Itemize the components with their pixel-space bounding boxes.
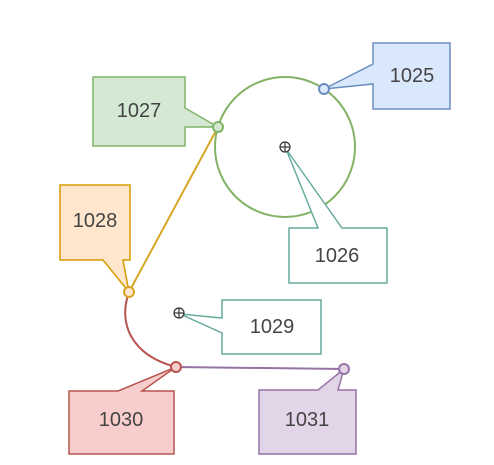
callout-1027[interactable]: 1027 — [92, 76, 221, 147]
callout-1025[interactable]: 1025 — [323, 42, 451, 110]
callout-1030[interactable]: 1030 — [68, 366, 177, 455]
point-purple[interactable] — [338, 363, 350, 375]
callout-1031[interactable]: 1031 — [258, 366, 357, 455]
segment-line — [128, 126, 219, 293]
point-blue[interactable] — [318, 83, 330, 95]
crosshair-circle-icon — [279, 141, 291, 153]
callout-1026-label: 1026 — [315, 245, 360, 267]
point-green[interactable] — [212, 121, 224, 133]
point-orange[interactable] — [123, 286, 135, 298]
point-red[interactable] — [170, 361, 182, 373]
callout-1026[interactable]: 1026 — [285, 148, 388, 284]
callout-1029-label: 1029 — [250, 316, 295, 338]
callout-1030-label: 1030 — [99, 409, 144, 431]
callout-1025-label: 1025 — [390, 65, 435, 87]
circle-shape — [214, 76, 356, 218]
crosshair-circle-icon — [173, 307, 185, 319]
callout-1028-label: 1028 — [73, 210, 118, 232]
callout-1027-label: 1027 — [117, 100, 162, 122]
purple-segment-line — [175, 366, 345, 370]
callout-1031-label: 1031 — [285, 409, 330, 431]
callout-1028[interactable]: 1028 — [59, 184, 131, 293]
callout-1029[interactable]: 1029 — [179, 299, 322, 355]
arc-curve — [124, 291, 177, 368]
